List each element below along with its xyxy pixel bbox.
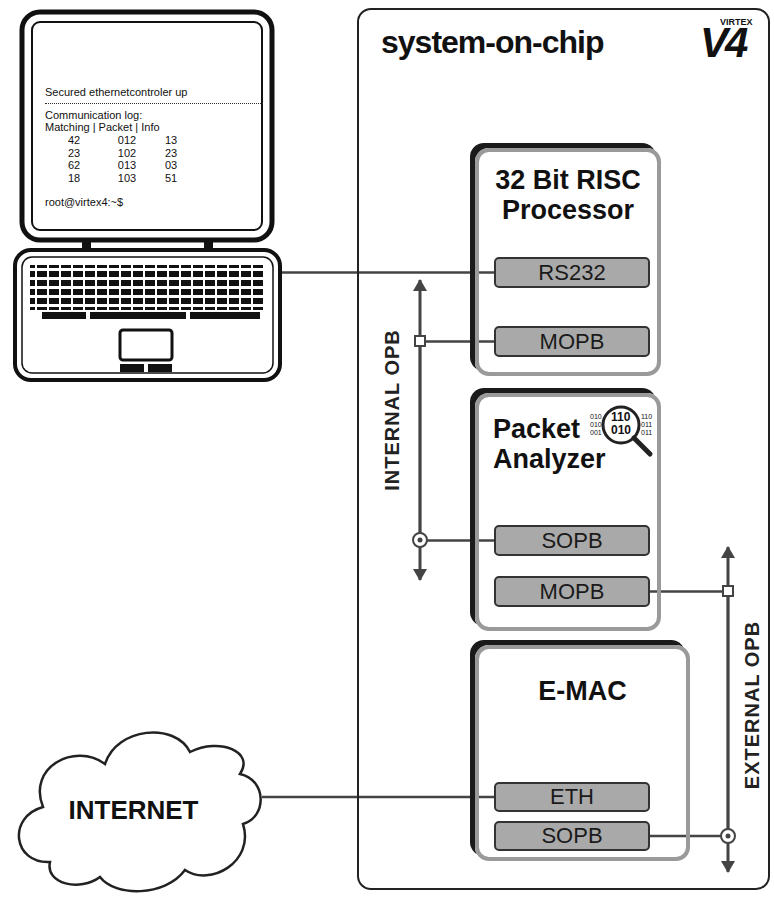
emac-block: E-MAC ETH SOPB [475,645,690,861]
table-cell: 03 [151,159,191,172]
table-cell: 23 [45,147,103,160]
block-title: E-MAC [493,677,672,707]
cloud-label: INTERNET [69,795,199,826]
log-heading: Communication log: [45,109,263,122]
port-label: MOPB [540,579,605,605]
table-cell: 23 [151,147,191,160]
port-box: RS232 [494,257,650,288]
laptop-drawing [15,12,280,380]
bus-connector [281,271,494,274]
port-label: SOPB [541,823,602,849]
bus-connector [262,796,494,799]
cloud-drawing [19,732,261,891]
port-box: ETH [494,782,650,812]
processor-block: 32 Bit RISC ProcessorRS232MOPB [475,148,661,376]
log-table: 4201213231022362013031810351 [45,134,263,185]
table-cell: 102 [103,147,151,160]
port-label: ETH [550,784,594,810]
external-bus [721,547,735,872]
status-line: Secured ethernetcontroler up [45,86,263,99]
block-title: 32 Bit RISC Processor [493,166,643,225]
port-box: MOPB [494,326,650,357]
port-label: MOPB [540,329,605,355]
table-cell: 103 [103,172,151,185]
port-box: SOPB [494,821,650,851]
table-cell: 13 [151,134,191,147]
internal-bus [413,280,427,580]
binary-digits: 010 [590,413,602,420]
table-cell: 42 [45,134,103,147]
screen-text: Secured ethernetcontroler up Communicatio… [45,86,263,209]
binary-digits: 010 [611,424,631,436]
binary-digits: 010 [590,421,602,428]
shell-prompt: root@virtex4:~$ [45,196,263,209]
port-box: MOPB [494,576,650,607]
binary-digits: 110 [641,413,652,420]
bus-label: EXTERNAL OPB [742,621,762,789]
internet-cloud: INTERNET [5,712,262,897]
bus-label: INTERNAL OPB [382,329,402,491]
table-cell: 18 [45,172,103,185]
chip-title: system-on-chip [381,24,603,61]
binary-digits: 011 [641,429,652,436]
table-cell: 62 [45,159,103,172]
binary-digits: 001 [590,429,602,436]
table-header: Matching | Packet | Info [45,121,263,134]
divider-line [45,103,263,104]
table-cell: 013 [103,159,151,172]
logo-text: V4 [700,22,745,64]
analyzer-block: Packet AnalyzerSOPBMOPB [475,393,661,631]
binary-digits: 011 [641,421,652,428]
bus-connector [420,342,494,541]
port-label: SOPB [541,528,602,554]
port-box: SOPB [494,525,650,556]
table-cell: 012 [103,134,151,147]
port-label: RS232 [538,260,605,286]
chip-frame: system-on-chip 32 Bit RISC ProcessorRS232… [357,8,770,890]
binary-digits: 110 [611,411,630,423]
table-cell: 51 [151,172,191,185]
laptop-computer: Secured ethernetcontroler up Communicatio… [15,10,281,388]
